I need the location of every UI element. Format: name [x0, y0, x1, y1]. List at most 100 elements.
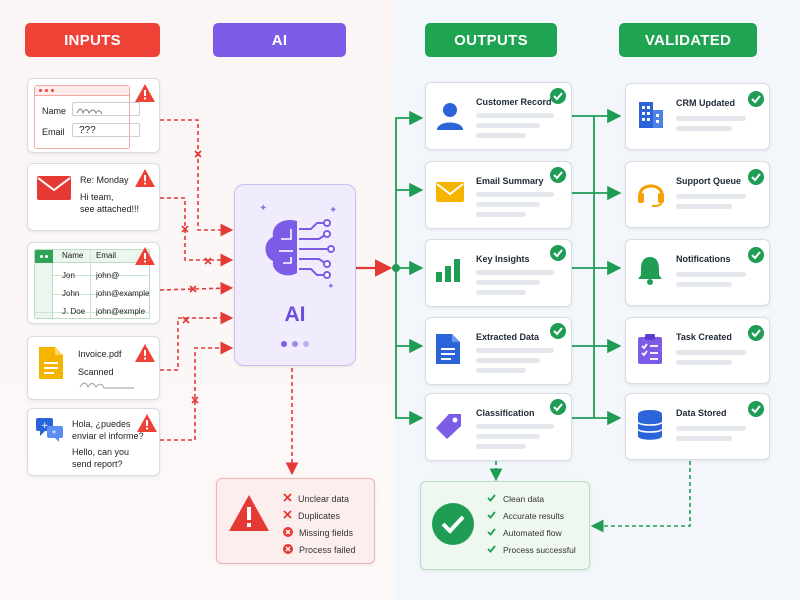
svg-text:✦: ✦ — [327, 282, 335, 291]
error-text: Process failed — [299, 545, 356, 555]
placeholder-line — [476, 113, 554, 118]
svg-text:+: + — [41, 421, 49, 431]
table-cell: john@exmple — [96, 307, 146, 316]
table-cell: john@ — [96, 271, 120, 280]
spreadsheet — [34, 249, 150, 319]
summary-item: Automated flow — [487, 528, 562, 538]
svg-text:*: * — [52, 429, 56, 438]
email-subject: Re: Monday — [80, 175, 129, 185]
check-icon — [550, 323, 566, 344]
spreadsheet-dots — [35, 250, 53, 263]
document-icon — [39, 347, 63, 379]
clipboard-check-icon — [636, 333, 664, 370]
placeholder-line — [476, 202, 540, 207]
email-label: Email — [42, 127, 65, 137]
ai-label: AI — [284, 303, 306, 326]
error-item: Process failed — [283, 544, 356, 556]
output-title: Key Insights — [476, 254, 530, 264]
database-icon — [636, 409, 664, 446]
email-line2: see attached!!! — [80, 204, 140, 214]
table-cell: john@example — [96, 289, 150, 298]
error-item: Missing fields — [283, 527, 353, 539]
warning-icon — [135, 169, 155, 187]
bell-icon — [636, 255, 664, 290]
validated-title: Data Stored — [676, 408, 727, 418]
email-line1: Hi team, — [80, 192, 114, 202]
check-icon — [748, 169, 764, 190]
error-text: Duplicates — [298, 510, 341, 521]
summary-item: Accurate results — [487, 511, 564, 521]
output-title: Extracted Data — [476, 332, 540, 342]
validated-title: Support Queue — [676, 176, 741, 186]
validated-title: Notifications — [676, 254, 731, 264]
table-cell: J. Doe — [62, 307, 86, 316]
output-card: Email Summary — [425, 161, 572, 229]
ai-header: AI — [213, 23, 346, 57]
validated-card: Data Stored — [625, 393, 770, 460]
name-field — [72, 102, 140, 116]
placeholder-line — [676, 204, 732, 209]
ai-card: ✦ ✦ ✦ AI — [234, 184, 356, 366]
warning-icon — [135, 84, 155, 102]
ai-brain-icon: ✦ ✦ ✦ — [259, 203, 337, 291]
table-cell: John — [62, 289, 80, 298]
summary-text: Process successful — [503, 545, 576, 555]
placeholder-line — [476, 212, 526, 217]
check-icon — [748, 401, 764, 422]
output-title: Classification — [476, 408, 535, 418]
summary-text: Automated flow — [503, 528, 562, 538]
check-icon — [550, 245, 566, 266]
placeholder-line — [676, 436, 732, 441]
summary-item: Clean data — [487, 494, 544, 504]
invoice-filename: Invoice.pdf — [78, 349, 122, 359]
inputs-header: INPUTS — [25, 23, 160, 57]
placeholder-line — [676, 116, 746, 121]
check-icon — [748, 247, 764, 268]
envelope-icon — [37, 176, 71, 200]
placeholder-line — [676, 194, 746, 199]
output-title: Customer Record — [476, 97, 552, 107]
placeholder-line — [676, 282, 732, 287]
translation-line4: send report? — [72, 459, 123, 469]
ai-dots — [281, 341, 309, 347]
check-mark-icon — [487, 545, 496, 555]
placeholder-line — [676, 272, 746, 277]
table-header-email: Email — [96, 251, 117, 260]
summary-item: Process successful — [487, 545, 576, 555]
placeholder-line — [676, 360, 732, 365]
warning-icon — [229, 495, 269, 531]
check-icon — [748, 91, 764, 112]
tag-icon — [435, 412, 463, 445]
error-text: Missing fields — [299, 528, 354, 538]
warning-icon — [137, 414, 157, 432]
placeholder-line — [476, 358, 540, 363]
check-mark-icon — [487, 528, 496, 538]
placeholder-line — [476, 348, 554, 353]
x-icon — [283, 510, 292, 521]
invoice-status: Scanned — [78, 367, 114, 377]
svg-text:✦: ✦ — [259, 203, 267, 214]
check-circle-icon — [432, 503, 474, 545]
window-dots — [35, 86, 129, 96]
scribble-icon — [76, 108, 103, 115]
svg-text:✦: ✦ — [329, 205, 337, 216]
placeholder-line — [476, 444, 526, 449]
error-item: Duplicates — [283, 510, 340, 521]
building-icon — [636, 99, 666, 134]
check-icon — [550, 399, 566, 420]
placeholder-line — [676, 426, 746, 431]
output-card: Classification — [425, 393, 572, 461]
document-icon — [435, 333, 461, 370]
x-circle-icon — [283, 544, 293, 556]
placeholder-line — [476, 368, 526, 373]
table-header-name: Name — [62, 251, 84, 260]
validated-card: CRM Updated — [625, 83, 770, 150]
validated-card: Task Created — [625, 317, 770, 384]
x-circle-icon — [283, 527, 293, 539]
check-icon — [550, 88, 566, 109]
summary-text: Clean data — [503, 494, 545, 504]
validated-title: Task Created — [676, 332, 732, 342]
placeholder-line — [476, 133, 526, 138]
output-card: Extracted Data — [425, 317, 572, 385]
error-text: Unclear data — [298, 493, 350, 504]
